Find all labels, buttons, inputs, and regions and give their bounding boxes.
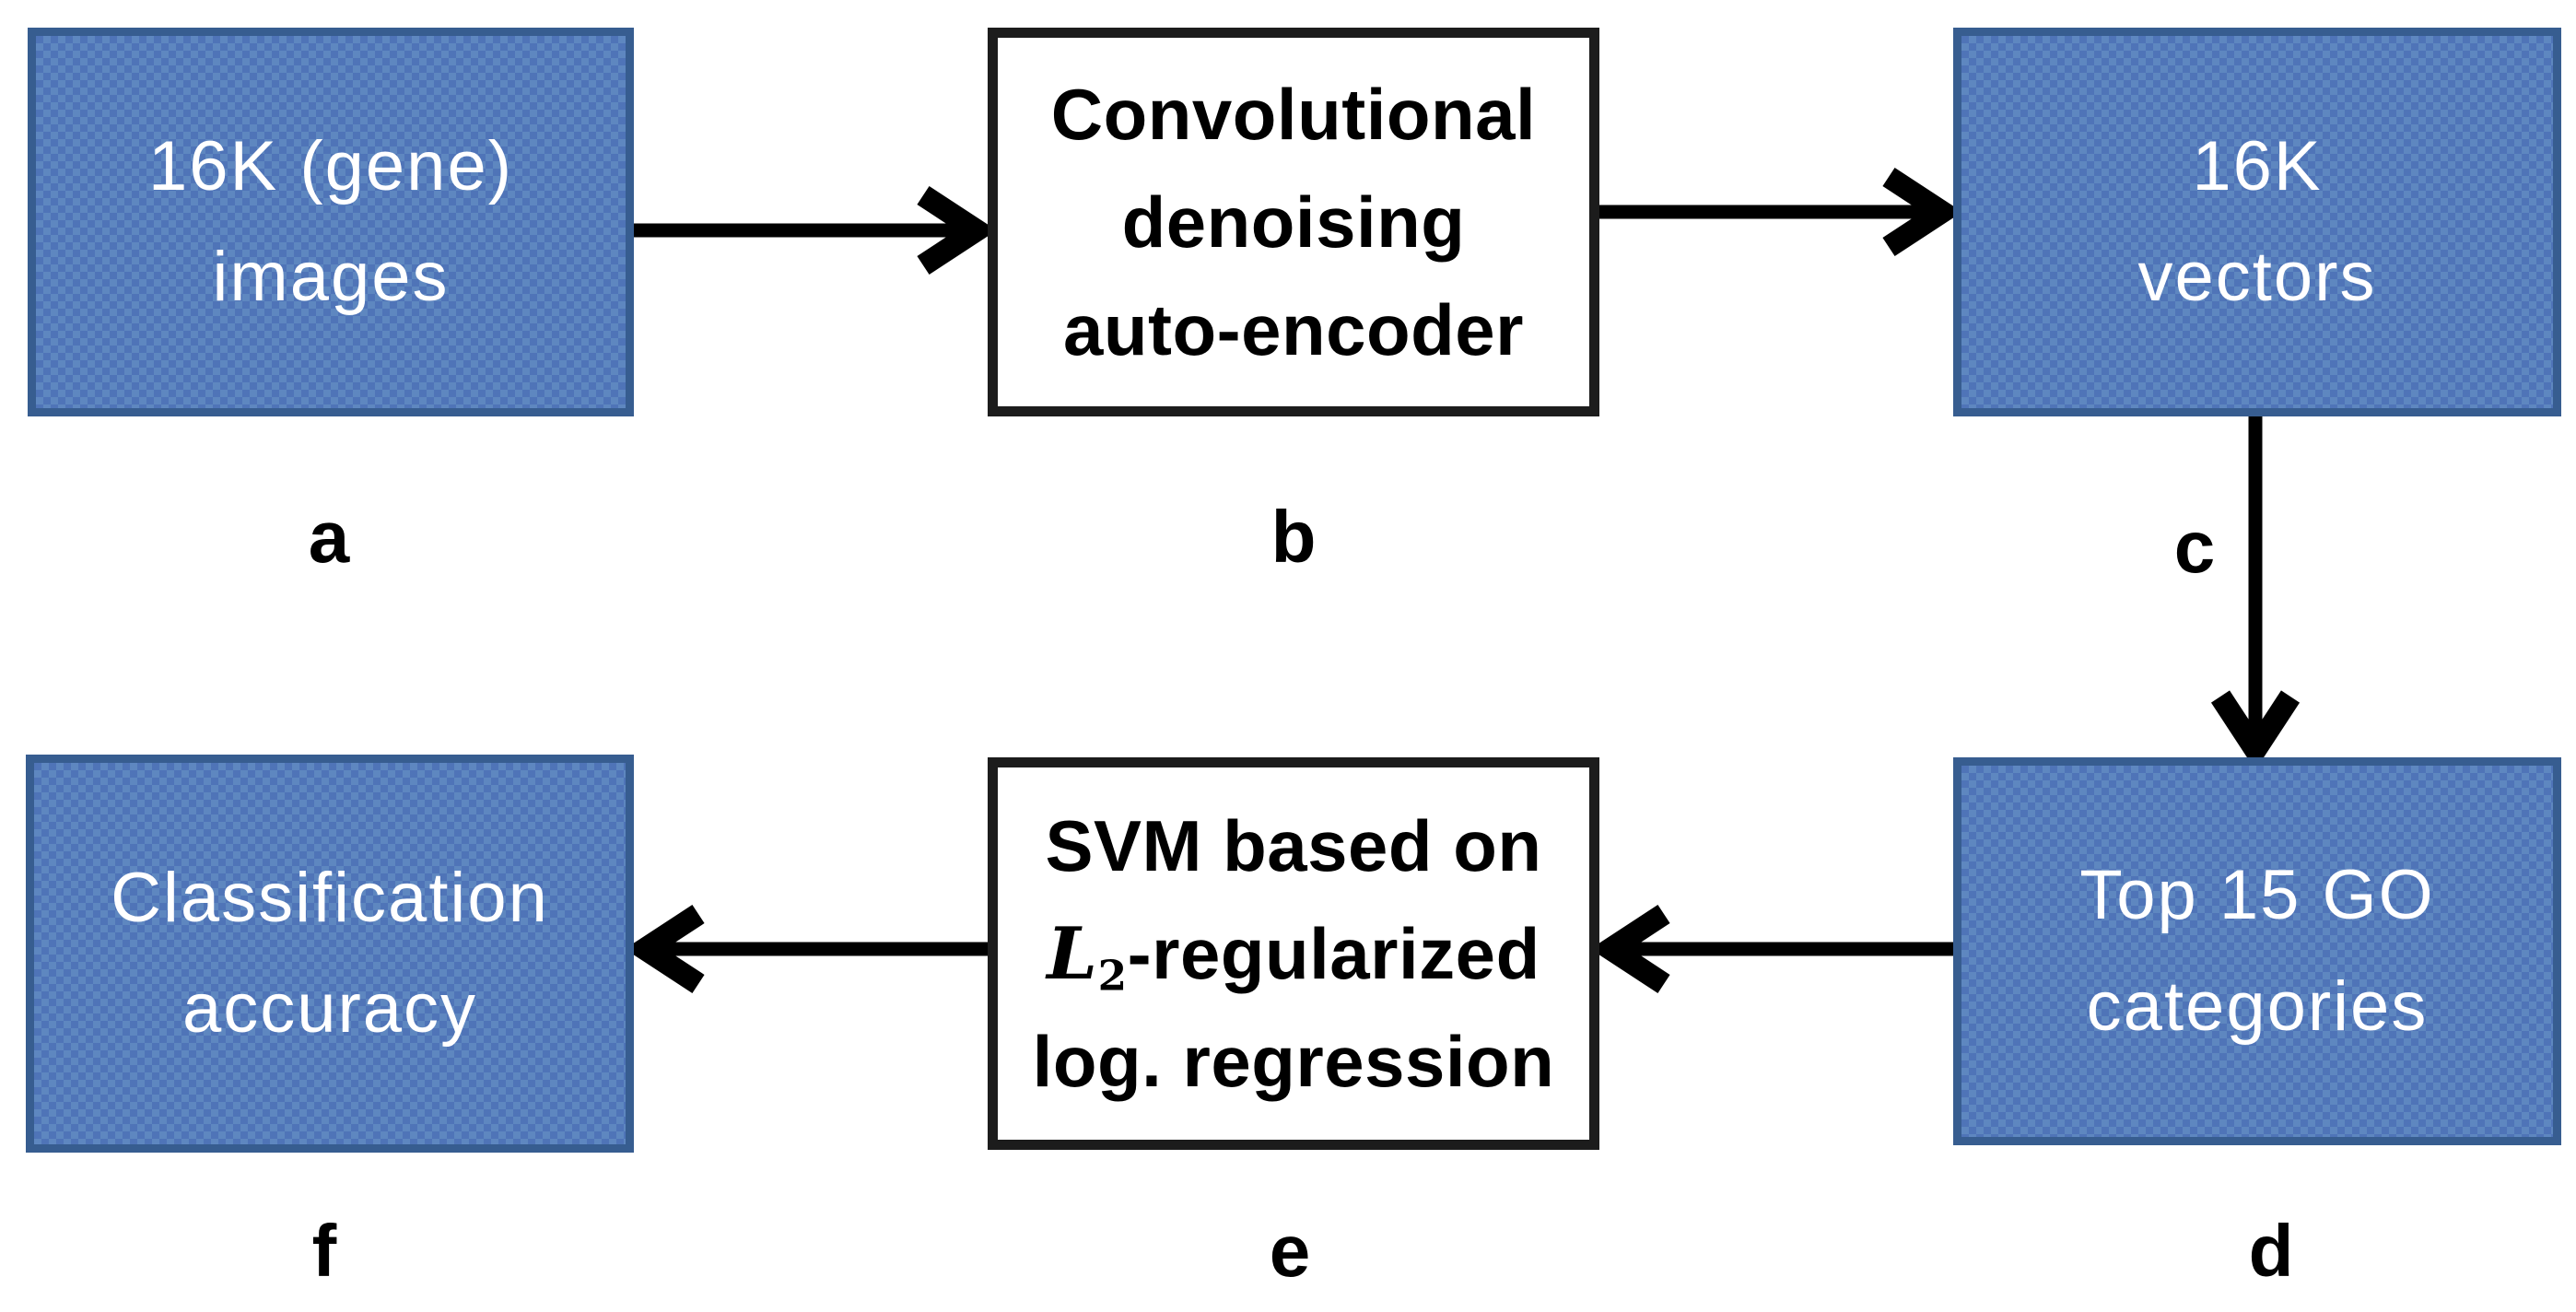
node-classification-accuracy: Classification accuracy [26,755,634,1153]
node-text: categories [2086,966,2429,1046]
arrow-d-to-e [1590,904,1953,994]
node-16k-vectors: 16K vectors [1953,28,2561,416]
node-top-15-go-categories: Top 15 GO categories [1953,757,2561,1145]
math-subscript: 2 [1097,951,1128,1001]
node-text: SVM based on [1045,804,1542,886]
node-text: auto-encoder [1062,288,1525,370]
node-text: images [212,238,450,316]
node-gene-images: 16K (gene) images [28,28,634,416]
arrow-a-to-b [634,185,997,275]
step-label-c: c [2173,506,2216,588]
node-text: denoising [1121,181,1466,263]
step-label-a: a [308,496,350,578]
arrow-b-to-c [1599,167,1962,257]
step-label-f: f [311,1210,337,1292]
node-text: vectors [2137,238,2377,316]
node-text: log. regression [1032,1020,1555,1102]
math-variable: L [1047,911,1098,996]
node-text: L2-regularized [1047,900,1540,1008]
node-text: Classification [111,858,549,937]
node-text: Top 15 GO [2079,856,2435,935]
step-label-e: e [1269,1210,1311,1292]
node-conv-denoising-autoencoder: Convolutional denoising auto-encoder [988,28,1599,416]
node-text: accuracy [181,969,478,1048]
step-label-d: d [2248,1210,2294,1292]
step-label-b: b [1270,496,1317,578]
node-text: 16K [2192,126,2323,205]
arrow-e-to-f [625,904,988,994]
node-text-rest: -regularized [1127,912,1540,994]
node-text: Convolutional [1050,73,1537,155]
node-svm-l2-log-regression: SVM based on L2-regularized log. regress… [988,757,1599,1150]
node-text: 16K (gene) [147,126,514,205]
